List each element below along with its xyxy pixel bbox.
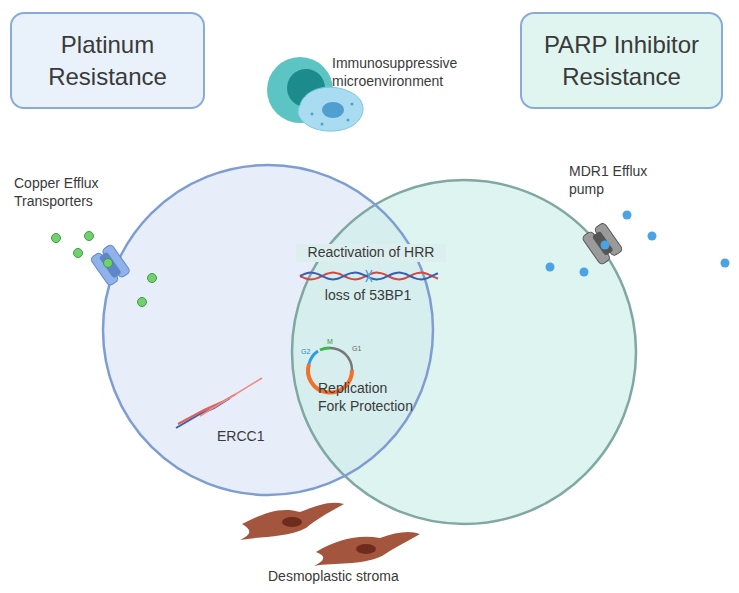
overlap-label: Replication Fork Protection [318,380,416,415]
phase-label: M [327,338,337,347]
ercc1-dna [176,378,262,428]
phase-label: G1 [352,345,364,354]
overlap-label: Reactivation of HRR [296,244,446,262]
fibroblasts [240,503,420,566]
note-label: MDR1 Efflux pump [569,163,679,198]
parp-circle [292,180,636,524]
box-title: PARP Inhibitor Resistance [534,29,709,91]
note-label: Desmoplastic stroma [268,568,438,586]
drug-molecules [546,211,730,277]
copper-transporter [90,244,131,287]
phase-label: G2 [301,348,313,357]
note-label: Copper Efflux Transporters [14,175,124,210]
note-label: ERCC1 [217,428,277,446]
title-box: PARP Inhibitor Resistance [520,12,723,109]
box-title: Platinum Resistance [24,29,191,91]
note-label: Immunosuppressive microenvironment [332,55,482,90]
title-box: Platinum Resistance [10,12,205,109]
overlap-label: loss of 53BP1 [318,287,418,305]
dna-double-helix [300,270,438,282]
mdr1-pump [582,222,624,265]
copper-ions [52,232,157,307]
platinum-circle-outline [103,165,433,495]
